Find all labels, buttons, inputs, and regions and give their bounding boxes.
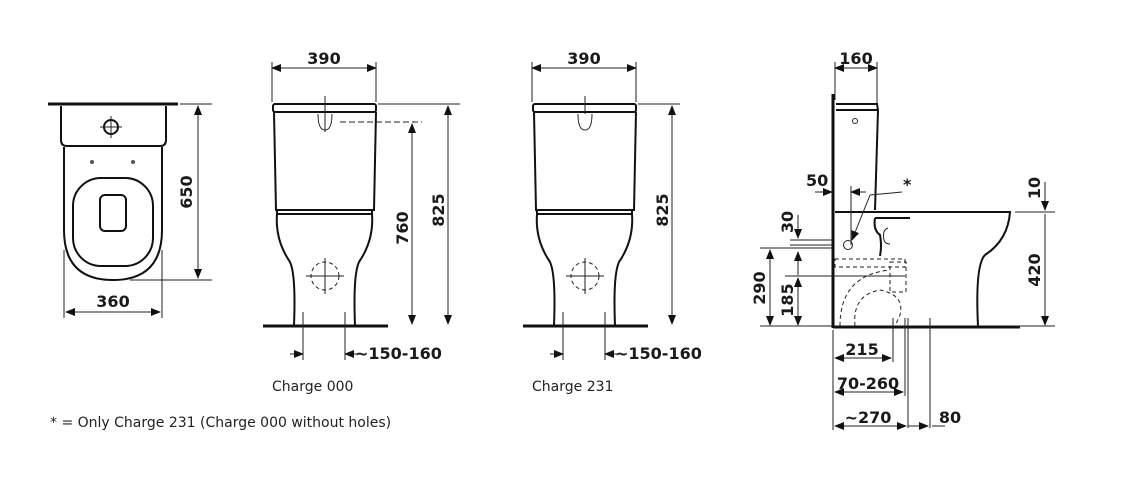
front-view-231: [523, 62, 680, 360]
dim-width-360: 360: [96, 292, 129, 311]
dim-70-260: 70-260: [837, 374, 899, 393]
front-view-000: [263, 62, 460, 360]
dim-420: 420: [1025, 253, 1044, 286]
top-view: [48, 102, 212, 318]
dim-depth-650: 650: [177, 175, 196, 208]
dim-50: 50: [806, 171, 828, 190]
dim-270: ~270: [845, 408, 892, 427]
dim-width-390-b: 390: [567, 49, 600, 68]
side-view: [760, 62, 1055, 430]
dim-160: 160: [839, 49, 872, 68]
dim-825-b: 825: [653, 193, 672, 226]
dim-760: 760: [393, 211, 412, 244]
dim-30: 30: [778, 211, 797, 233]
dim-width-390-a: 390: [307, 49, 340, 68]
label-charge-231: Charge 231: [532, 379, 613, 395]
footnote: * = Only Charge 231 (Charge 000 without …: [50, 415, 391, 431]
note-marker: *: [903, 175, 912, 194]
label-charge-000: Charge 000: [272, 379, 353, 395]
dim-fixing-b: ~150-160: [615, 344, 702, 363]
dim-10: 10: [1025, 177, 1044, 199]
dim-825-a: 825: [429, 193, 448, 226]
dim-215: 215: [845, 340, 878, 359]
dim-290: 290: [750, 271, 769, 304]
dim-80: 80: [939, 408, 961, 427]
dim-fixing-a: ~150-160: [355, 344, 442, 363]
dim-185: 185: [778, 283, 797, 316]
